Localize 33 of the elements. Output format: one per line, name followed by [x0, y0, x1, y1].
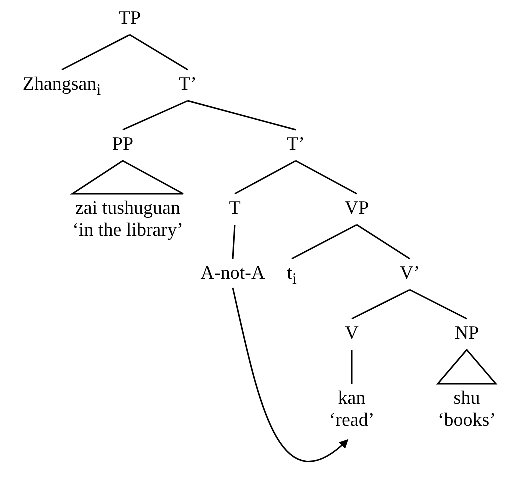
category-label: NP: [454, 323, 480, 345]
word-text: kan: [337, 388, 367, 410]
branch-line: [188, 100, 296, 131]
branch-line: [410, 289, 468, 320]
branch-line: [232, 224, 236, 260]
gloss-text: ‘in the library’: [72, 220, 184, 242]
category-label: V’: [400, 263, 420, 285]
category-label: T: [229, 198, 241, 220]
branch-line: [356, 224, 410, 260]
word-text: zai tushuguan: [74, 198, 182, 220]
category-label: T’: [287, 134, 305, 156]
word-text: A-not-A: [200, 263, 266, 285]
branch-line: [234, 160, 296, 195]
word-text: Zhangsan$_{i}$: [22, 74, 102, 101]
trace-text: t$_{i}$: [287, 263, 297, 290]
branch-line: [62, 34, 130, 71]
category-label: V: [345, 323, 359, 345]
branch-line: [351, 350, 353, 384]
category-label: VP: [344, 198, 370, 220]
gloss-text: ‘read’: [329, 410, 375, 432]
category-label: PP: [112, 134, 134, 156]
triangle-branch: [436, 348, 498, 385]
branch-line: [122, 100, 188, 131]
category-label: TP: [118, 8, 142, 30]
triangle-branch: [70, 160, 184, 195]
branch-line: [292, 224, 358, 260]
category-label: T’: [179, 74, 197, 96]
word-text: shu: [452, 388, 482, 410]
branch-line: [296, 160, 358, 195]
movement-arrow: [232, 288, 349, 462]
gloss-text: ‘books’: [438, 410, 496, 432]
branch-line: [352, 289, 410, 320]
branch-line: [130, 34, 188, 71]
